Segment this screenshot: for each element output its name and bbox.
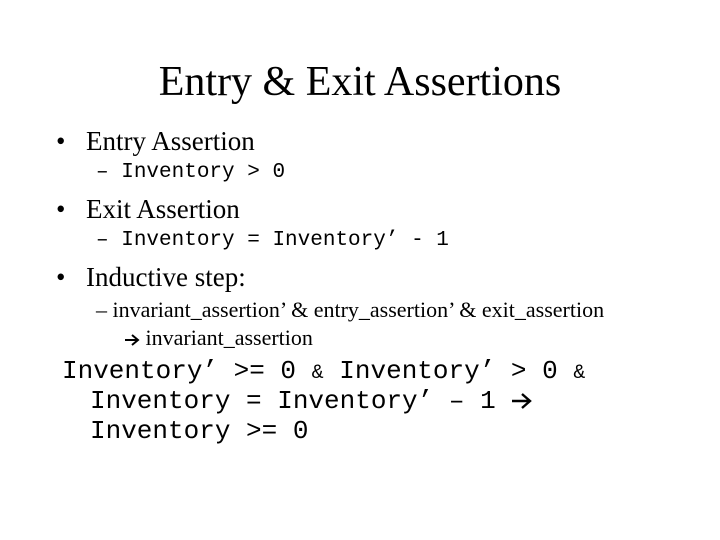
formula-part: Inventory = Inventory’ – 1 [90, 386, 496, 416]
formula-part: Inventory’ > 0 [339, 356, 558, 386]
sub-bullet-exit: – Inventory = Inventory’ - 1 [96, 228, 449, 254]
inductive-step-line1: invariant_assertion’ & entry_assertion’ … [112, 297, 605, 322]
bullet-label: Inductive step: [86, 262, 246, 292]
formula-amp: & [311, 362, 324, 385]
formula-line-1: Inventory’ >= 0 & Inventory’ > 0 & [62, 356, 585, 389]
formula-line-3: Inventory >= 0 [90, 416, 308, 446]
formula-amp: & [573, 362, 586, 385]
right-arrow-icon [512, 393, 533, 410]
sub-marker: – [96, 161, 109, 184]
right-arrow-icon [125, 334, 140, 346]
slide-title: Entry & Exit Assertions [158, 59, 562, 105]
bullet-label: Entry Assertion [86, 126, 255, 156]
exit-assertion-expr: Inventory = Inventory’ - 1 [121, 229, 449, 252]
sub-bullet-entry: – Inventory > 0 [96, 160, 285, 186]
sub-marker: – [96, 229, 109, 252]
sub-bullet-inductive-cont: invariant_assertion [100, 324, 313, 352]
bullet-label: Exit Assertion [86, 194, 240, 224]
bullet-marker: • [56, 194, 66, 224]
bullet-marker: • [56, 262, 66, 292]
bullet-inductive-step: • Inductive step: [56, 260, 246, 294]
inductive-step-line2: invariant_assertion [145, 325, 313, 350]
entry-assertion-expr: Inventory > 0 [121, 161, 286, 184]
formula-part: Inventory >= 0 [90, 416, 309, 446]
sub-marker: – [96, 297, 107, 322]
sub-bullet-inductive: – invariant_assertion’ & entry_assertion… [96, 296, 604, 324]
bullet-entry-assertion: • Entry Assertion [56, 124, 255, 158]
bullet-exit-assertion: • Exit Assertion [56, 192, 240, 226]
formula-line-2: Inventory = Inventory’ – 1 [90, 386, 533, 416]
bullet-marker: • [56, 126, 66, 156]
formula-part: Inventory’ >= 0 [62, 356, 297, 386]
